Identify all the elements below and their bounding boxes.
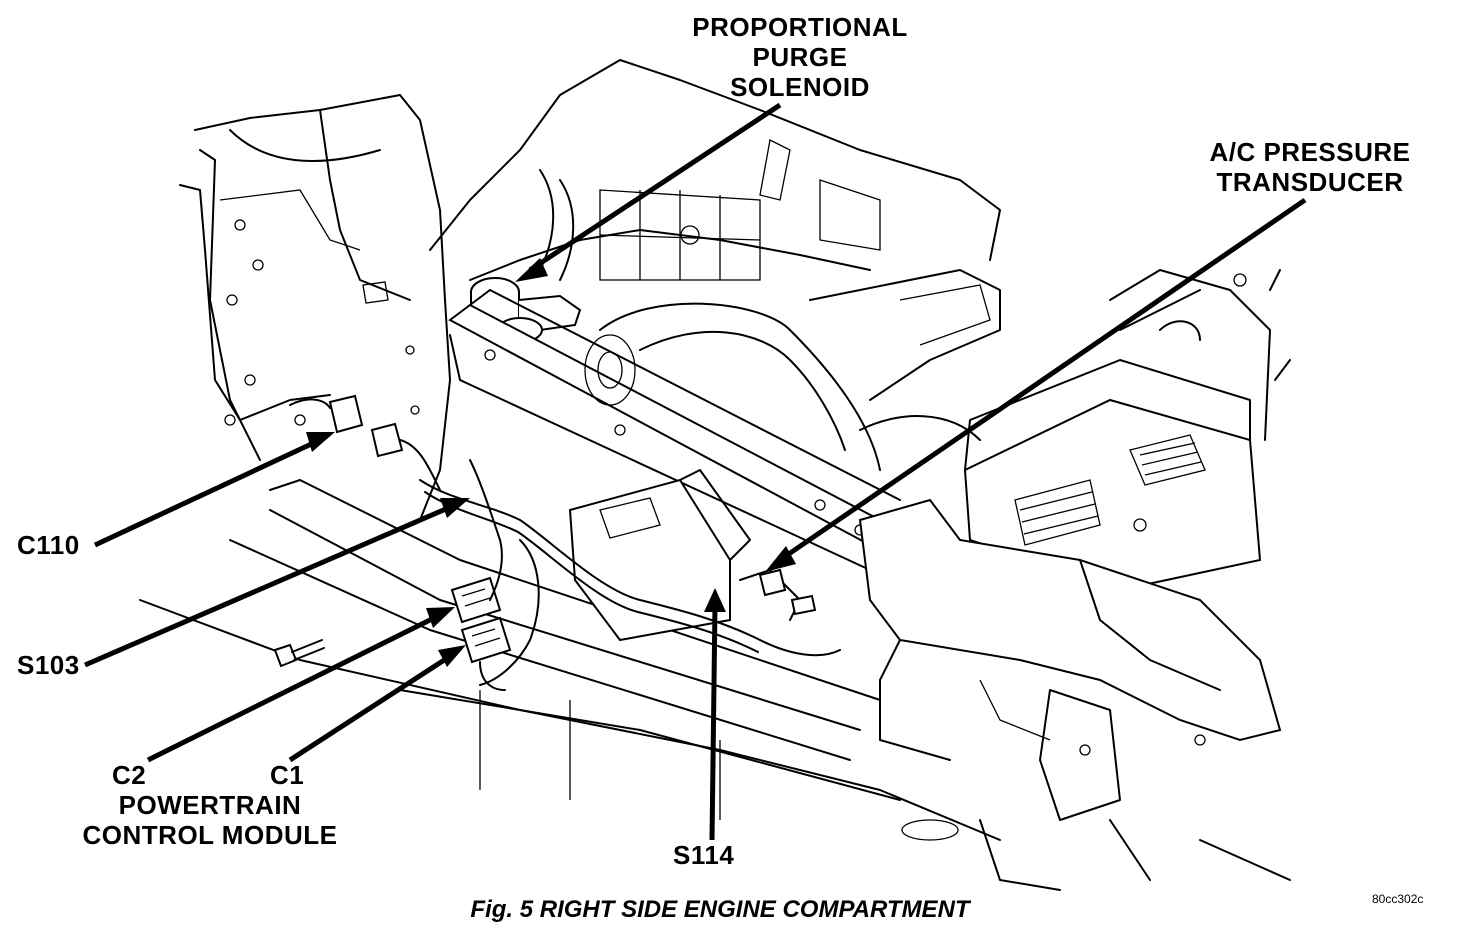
label-line: SOLENOID — [730, 72, 870, 102]
label-proportional-purge-solenoid: PROPORTIONAL PURGE SOLENOID — [680, 12, 920, 102]
label-line: CONTROL MODULE — [82, 820, 338, 850]
figure-caption: Fig. 5 RIGHT SIDE ENGINE COMPARTMENT — [470, 896, 970, 923]
label-ac-pressure-transducer: A/C PRESSURE TRANSDUCER — [1190, 137, 1430, 197]
label-line: TRANSDUCER — [1216, 167, 1404, 197]
pcm-connectors — [450, 576, 512, 691]
label-c1: C1 — [270, 760, 305, 790]
label-s103: S103 — [17, 650, 80, 680]
label-s114: S114 — [673, 840, 735, 870]
pcm-shape — [568, 469, 751, 642]
leader-lines — [84, 102, 1307, 841]
battery-tray — [963, 269, 1291, 592]
label-c110: C110 — [17, 530, 80, 560]
label-line: PURGE — [752, 42, 848, 72]
label-line: POWERTRAIN — [118, 790, 302, 820]
lower-crossmember — [139, 479, 1291, 891]
label-line: A/C PRESSURE — [1209, 137, 1411, 167]
left-fender-panel — [179, 94, 451, 521]
air-duct — [858, 498, 1282, 821]
figure-id: 80cc302c — [1372, 892, 1424, 906]
c110-connector-shape — [289, 394, 441, 491]
label-line: PROPORTIONAL — [692, 12, 908, 42]
label-powertrain-control-module: POWERTRAIN CONTROL MODULE — [60, 790, 360, 850]
wiring-harness — [419, 459, 841, 686]
label-c2: C2 — [112, 760, 147, 790]
bolt-shape — [273, 639, 325, 668]
